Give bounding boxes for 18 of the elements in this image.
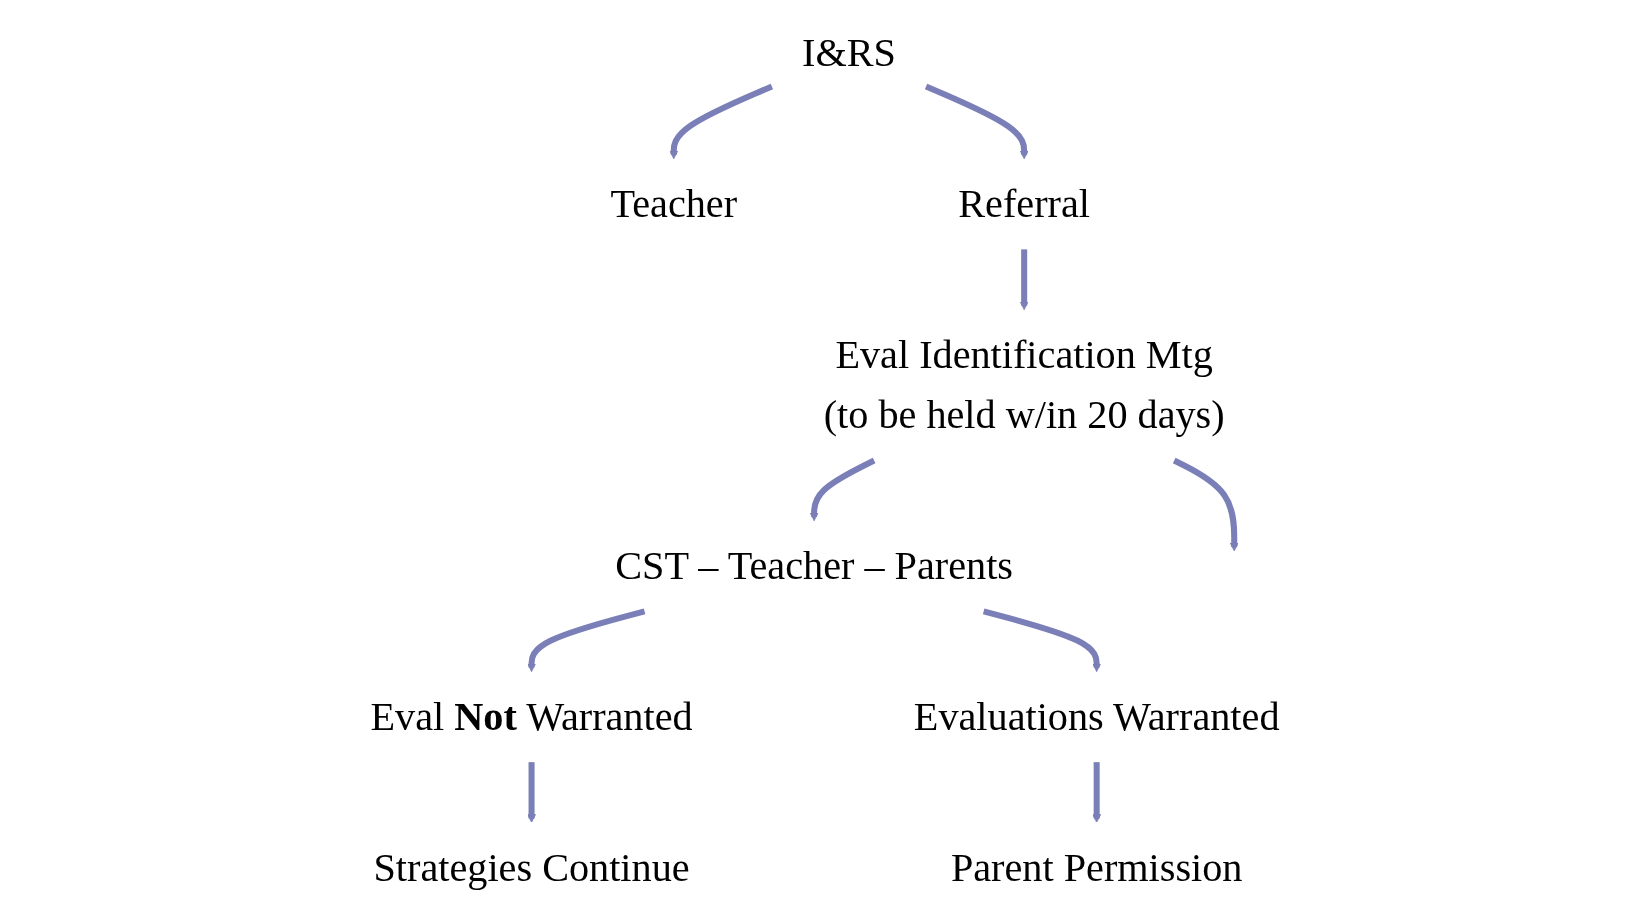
step-text: Evaluations Warranted — [913, 692, 1280, 741]
step-text: Eval Not Warranted — [370, 692, 693, 741]
arrow — [924, 83, 1029, 160]
step-text: CST – Teacher – Parents — [615, 541, 1013, 591]
arrow — [1172, 457, 1239, 552]
step-text: Teacher — [610, 180, 738, 229]
step-text: I&RS — [802, 29, 896, 78]
arrow — [669, 83, 774, 160]
arrow — [982, 608, 1102, 673]
arrow — [1019, 249, 1029, 311]
arrow — [527, 608, 646, 673]
step-text: Referral — [958, 180, 1091, 229]
arrow — [809, 457, 876, 522]
step-text: Eval Identification Mtg (to be held w/in 20 days) — [823, 330, 1225, 440]
arrow — [1092, 762, 1102, 823]
arrow — [527, 762, 536, 823]
step-text: Strategies Continue — [373, 843, 690, 892]
step-text: Parent Permission — [950, 843, 1243, 892]
